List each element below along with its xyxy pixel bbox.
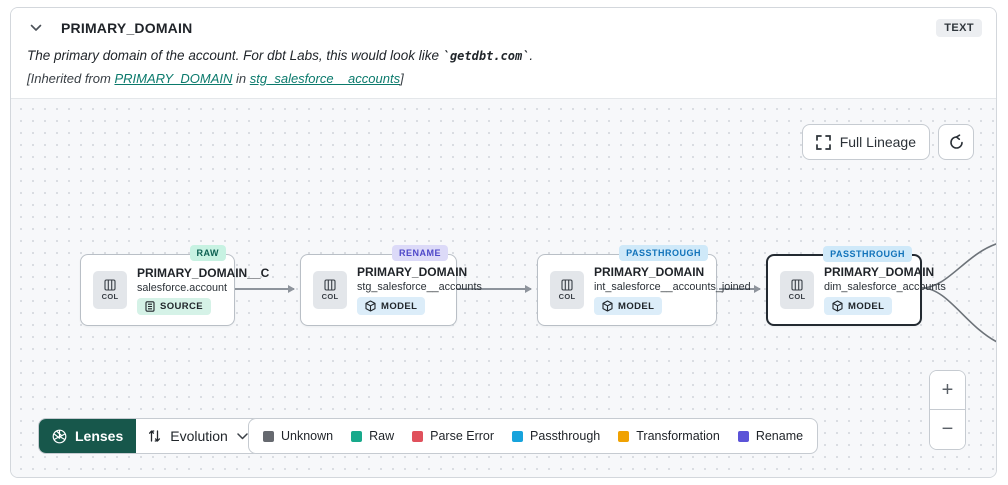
lens-aperture-icon <box>52 429 67 444</box>
full-lineage-button[interactable]: Full Lineage <box>801 124 930 160</box>
node-model-name: salesforce.account <box>137 281 228 294</box>
evolution-tag: RAW <box>189 245 226 261</box>
column-type-badge: TEXT <box>936 19 982 37</box>
lineage-node-int-salesforce-accounts-joined[interactable]: PASSTHROUGH COL PRIMARY_DOMAIN int_sales… <box>537 245 751 326</box>
columns-icon <box>104 279 116 291</box>
legend-item-parse-error: Parse Error <box>412 429 494 443</box>
resource-type-badge: MODEL <box>594 297 663 315</box>
full-lineage-label: Full Lineage <box>839 134 916 150</box>
legend-item-unknown: Unknown <box>263 429 333 443</box>
legend-swatch <box>351 430 363 442</box>
legend-swatch <box>737 430 749 442</box>
source-icon <box>145 300 155 312</box>
column-icon-badge: COL <box>780 271 814 309</box>
legend-item-passthrough: Passthrough <box>512 429 600 443</box>
lenses-label: Lenses <box>75 428 124 444</box>
zoom-out-button[interactable]: − <box>930 410 965 449</box>
model-cube-icon <box>602 300 613 312</box>
node-column-name: PRIMARY_DOMAIN <box>357 265 468 279</box>
chevron-down-icon <box>237 432 248 440</box>
node-column-name: PRIMARY_DOMAIN__C <box>137 265 270 280</box>
columns-icon <box>561 279 573 291</box>
lens-dropdown[interactable]: Evolution <box>136 419 260 453</box>
inherited-column-link[interactable]: PRIMARY_DOMAIN <box>114 71 233 86</box>
refresh-button[interactable] <box>938 124 974 160</box>
evolution-lens-icon <box>148 429 161 443</box>
legend-item-transformation: Transformation <box>618 429 720 443</box>
evolution-tag: PASSTHROUGH <box>619 245 708 261</box>
lineage-edge <box>719 284 761 293</box>
chevron-down-icon <box>30 24 42 32</box>
columns-icon <box>324 279 336 291</box>
model-cube-icon <box>832 300 843 312</box>
lineage-edge-fork <box>922 243 996 343</box>
lenses-button[interactable]: Lenses <box>39 419 137 453</box>
lineage-edge <box>457 284 532 293</box>
resource-type-badge: MODEL <box>357 297 426 315</box>
legend-item-raw: Raw <box>351 429 394 443</box>
header: PRIMARY_DOMAIN TEXT The primary domain o… <box>11 8 996 98</box>
column-icon-badge: COL <box>93 271 127 309</box>
zoom-in-button[interactable]: + <box>930 371 965 410</box>
inherited-from-note: [Inherited from PRIMARY_DOMAIN in stg_sa… <box>27 71 404 86</box>
legend-swatch <box>512 430 524 442</box>
lineage-edge <box>235 284 295 293</box>
node-model-name: int_salesforce__accounts_joined <box>594 281 751 293</box>
columns-icon <box>791 279 803 291</box>
node-column-name: PRIMARY_DOMAIN <box>594 265 705 279</box>
lineage-node-dim-salesforce-accounts[interactable]: PASSTHROUGH COL PRIMARY_DOMAIN dim_sales… <box>766 246 946 326</box>
model-cube-icon <box>365 300 376 312</box>
page-title: PRIMARY_DOMAIN <box>61 20 193 36</box>
resource-type-badge: SOURCE <box>137 297 212 315</box>
node-model-name: stg_salesforce__accounts <box>357 281 482 293</box>
selected-lens-label: Evolution <box>170 428 228 444</box>
legend-swatch <box>618 430 630 442</box>
column-description: The primary domain of the account. For d… <box>27 48 534 63</box>
column-icon-badge: COL <box>550 271 584 309</box>
lineage-canvas[interactable]: Full Lineage RAW COL P <box>11 98 996 477</box>
evolution-tag: RENAME <box>391 245 448 261</box>
legend-item-rename: Rename <box>737 429 803 443</box>
zoom-controls: + − <box>929 370 966 450</box>
resource-type-badge: MODEL <box>824 297 893 315</box>
node-column-name: PRIMARY_DOMAIN <box>824 265 935 279</box>
node-model-name: dim_salesforce_accounts <box>824 281 946 293</box>
legend-swatch <box>263 430 274 442</box>
lineage-node-salesforce-account[interactable]: RAW COL PRIMARY_DOMAIN__C salesforce.acc… <box>80 245 269 326</box>
evolution-legend: Unknown Raw Parse Error Passthrough Tran… <box>248 418 819 454</box>
lenses-control: Lenses Evolution <box>38 418 261 454</box>
column-lineage-panel: PRIMARY_DOMAIN TEXT The primary domain o… <box>10 7 997 478</box>
expand-icon <box>815 134 831 150</box>
refresh-icon <box>948 133 965 151</box>
evolution-tag: PASSTHROUGH <box>823 246 912 262</box>
column-icon-badge: COL <box>313 271 347 309</box>
legend-swatch <box>412 430 424 442</box>
collapse-chevron-button[interactable] <box>25 17 47 39</box>
inline-code: `getdbt.com` <box>442 49 530 63</box>
inherited-model-link[interactable]: stg_salesforce__accounts <box>249 71 401 86</box>
lineage-node-stg-salesforce-accounts[interactable]: RENAME COL PRIMARY_DOMAIN stg_salesforce… <box>300 245 482 326</box>
